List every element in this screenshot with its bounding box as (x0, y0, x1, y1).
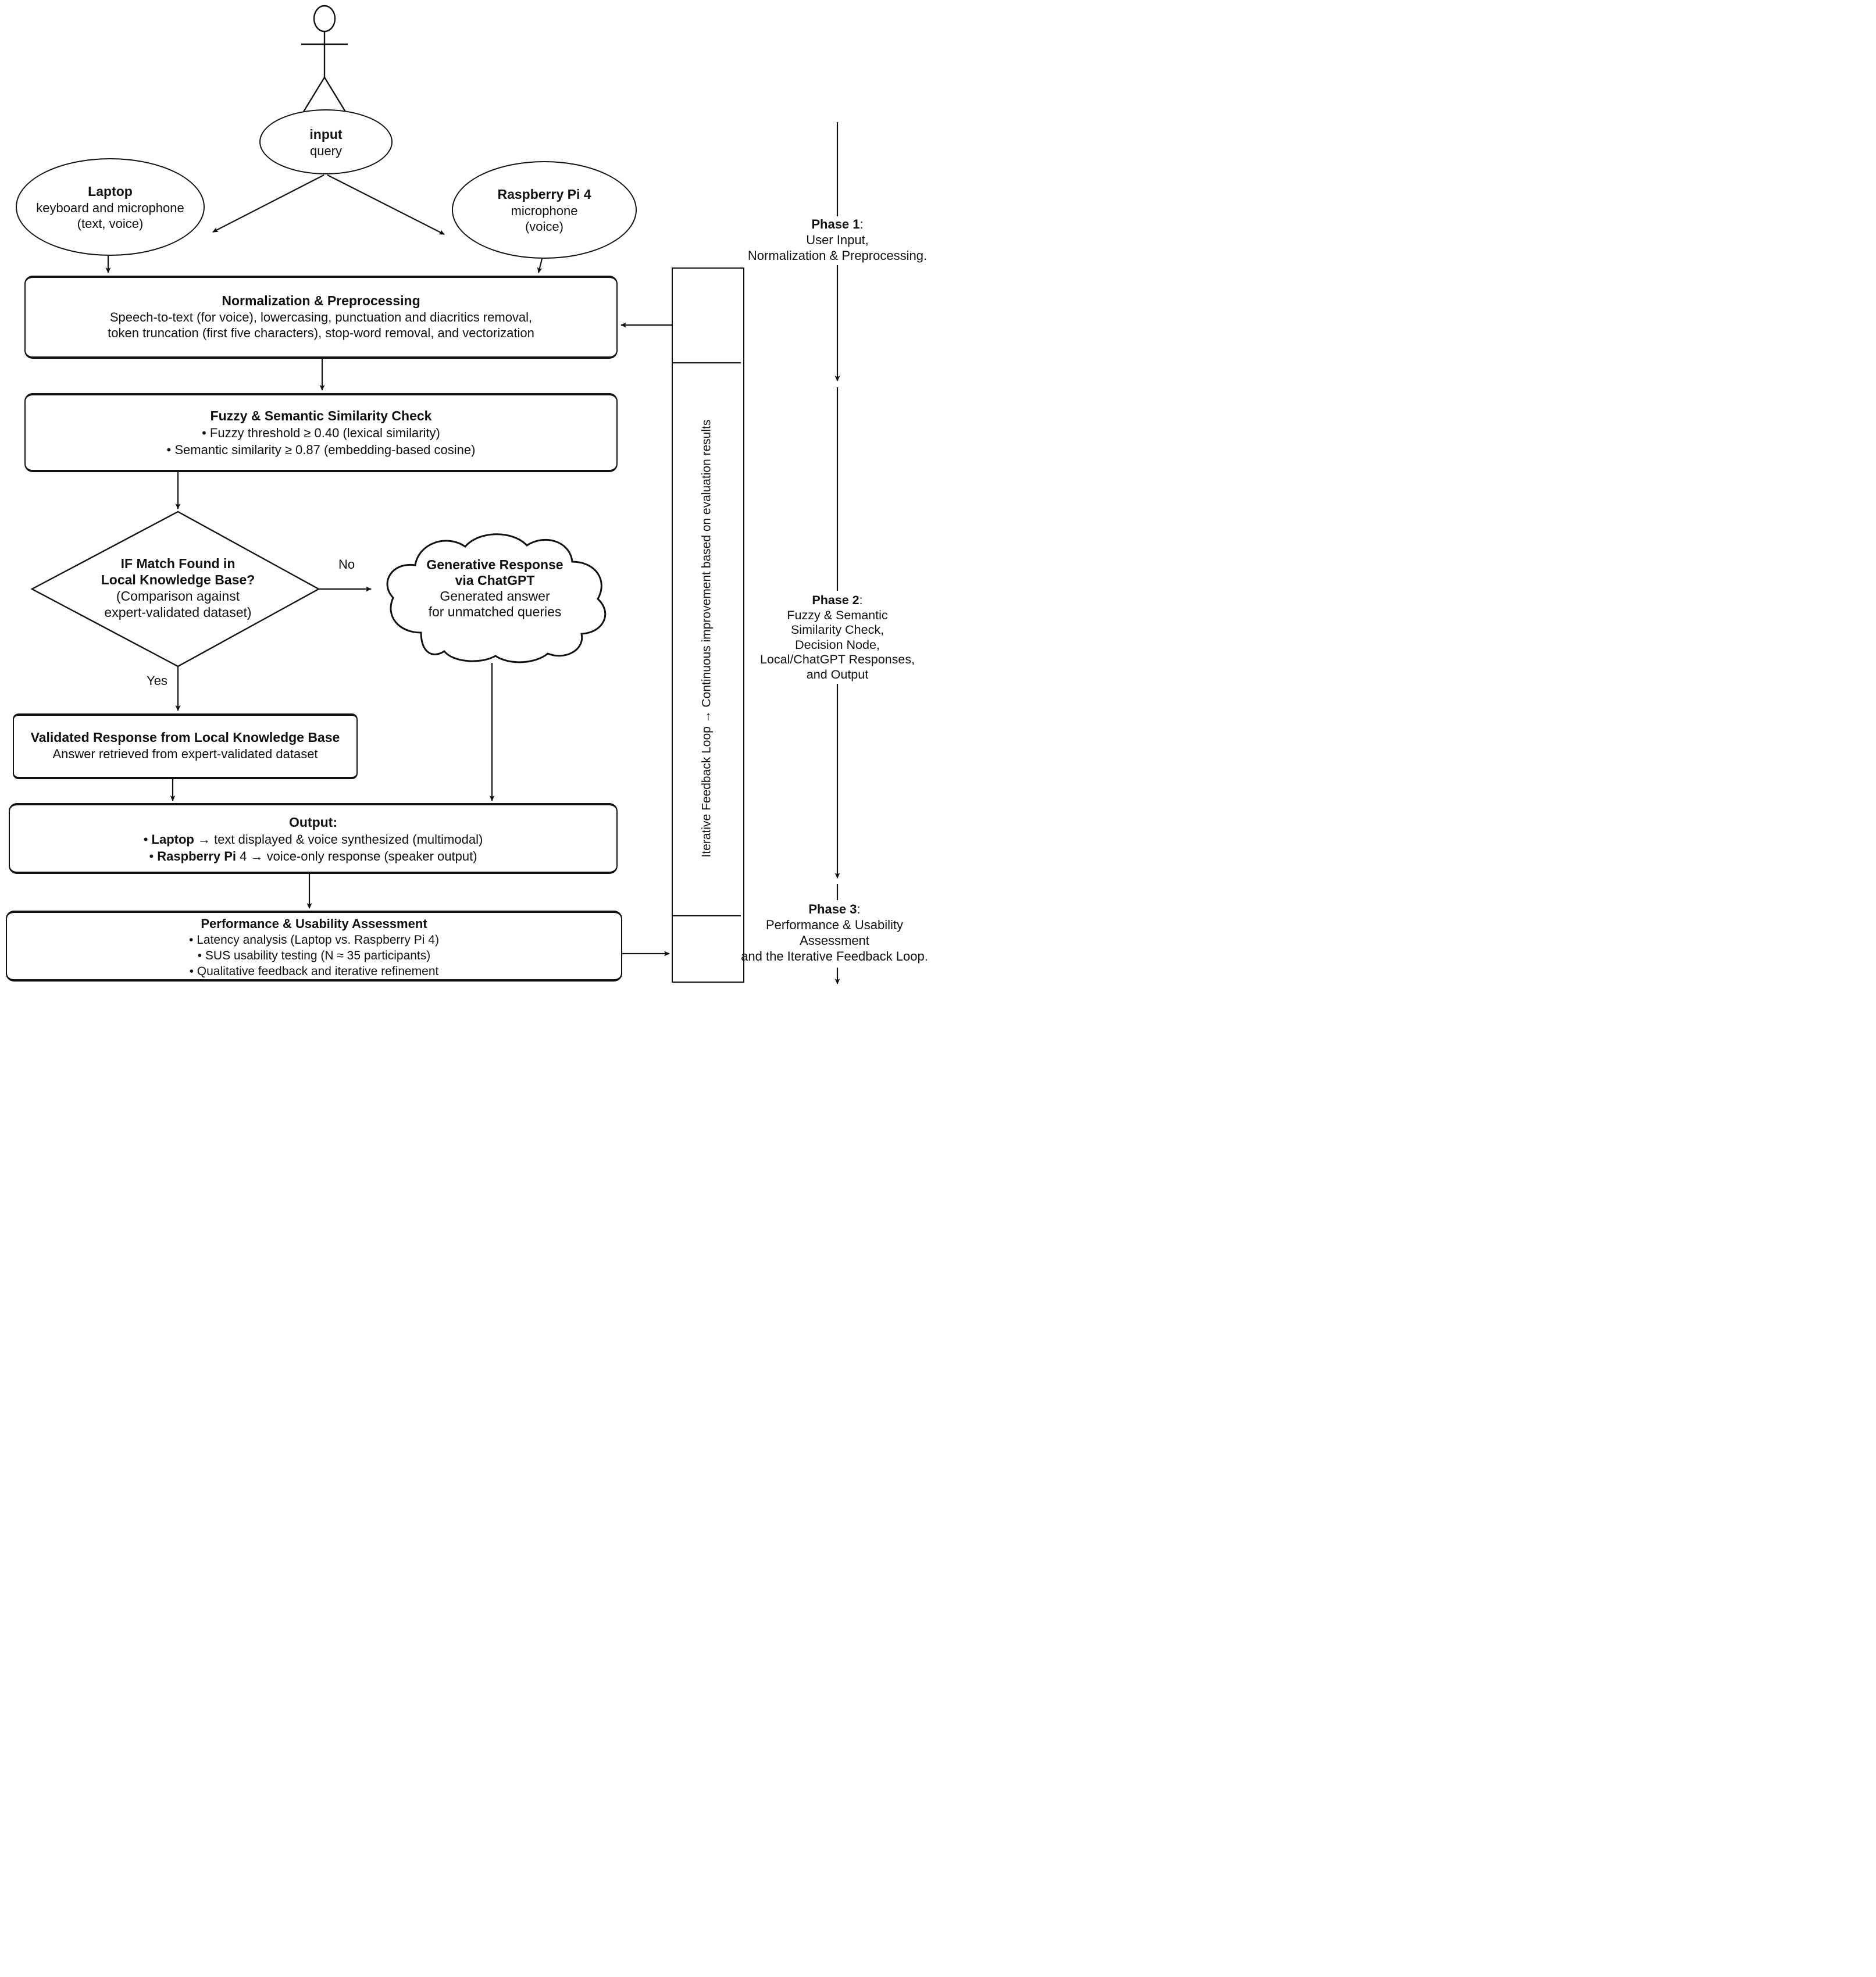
feedback-loop-vertical-text: Iterative Feedback Loop → Continuous imp… (700, 419, 714, 858)
feedback-bar-bottom-divider (673, 915, 741, 916)
phase-2-line6: and Output (806, 667, 869, 681)
output-bullet-laptop-rest: → text displayed & voice synthesized (mu… (194, 832, 483, 847)
flowchart-canvas: input query Laptop keyboard and micropho… (0, 0, 938, 988)
arrow-input-to-laptop (212, 174, 324, 233)
phase-2-line3: Similarity Check, (790, 623, 884, 637)
user-actor-icon (301, 5, 348, 112)
output-bullet-laptop-pre: • (143, 832, 152, 847)
performance-bullet-1: • Latency analysis (Laptop vs. Raspberry… (189, 933, 439, 947)
output-bullet-rpi-pre: • (149, 849, 158, 863)
arrow-input-to-rpi (327, 174, 445, 235)
phase-3-colon: : (857, 902, 861, 916)
diamond-line-3: (Comparison against (116, 588, 240, 604)
performance-bullet-3: • Qualitative feedback and iterative ref… (189, 965, 439, 978)
fuzzy-title: Fuzzy & Semantic Similarity Check (210, 408, 432, 423)
phase-3-annotation: Phase 3: Performance & Usability Assessm… (731, 901, 938, 964)
feedback-bar-top-divider (673, 362, 741, 363)
performance-title: Performance & Usability Assessment (201, 916, 427, 931)
chatgpt-cloud-shape (386, 533, 607, 663)
input-ellipse-subtitle: query (309, 143, 343, 158)
laptop-ellipse: Laptop keyboard and microphone (text, vo… (16, 158, 205, 256)
output-bullet-rpi-rest: 4 → voice-only response (speaker output) (236, 849, 477, 863)
fuzzy-bullet-1: • Fuzzy threshold ≥ 0.40 (lexical simila… (202, 426, 440, 440)
phase-2-line5: Local/ChatGPT Responses, (759, 652, 915, 666)
decision-diamond-text: IF Match Found in Local Knowledge Base? … (62, 555, 294, 620)
output-title: Output: (288, 815, 337, 830)
validated-response-box: Validated Response from Local Knowledge … (13, 713, 358, 779)
rpi-ellipse-line2: microphone (511, 204, 578, 218)
cloud-line-2: via ChatGPT (455, 573, 535, 588)
phase-2-colon: : (859, 593, 863, 607)
phase-1-heading: Phase 1: (733, 216, 938, 232)
diamond-line-4: expert-validated dataset) (104, 605, 252, 620)
normalization-line3: token truncation (first five characters)… (108, 326, 534, 340)
yes-branch-label: Yes (147, 673, 167, 688)
diamond-line-1: IF Match Found in (120, 556, 236, 571)
laptop-ellipse-line2: keyboard and microphone (36, 201, 184, 215)
validated-title: Validated Response from Local Knowledge … (30, 730, 340, 745)
phase-2-annotation: Phase 2: Fuzzy & Semantic Similarity Che… (739, 593, 936, 682)
phase-2-heading: Phase 2: (739, 593, 936, 608)
phase-1-line2: User Input, (806, 233, 869, 247)
output-bullet-laptop-bold: Laptop (151, 832, 194, 847)
raspberry-pi-ellipse: Raspberry Pi 4 microphone (voice) (452, 161, 637, 259)
normalization-title: Normalization & Preprocessing (222, 293, 420, 308)
no-branch-label: No (338, 557, 355, 572)
phase-3-line2: Performance & Usability (766, 918, 903, 932)
chatgpt-cloud-text: Generative Response via ChatGPT Generate… (384, 557, 605, 620)
performance-bullet-2: • SUS usability testing (N ≈ 35 particip… (197, 949, 431, 962)
input-ellipse-title: input (309, 126, 343, 142)
phase-3-heading: Phase 3: (731, 901, 938, 917)
output-bullet-rpi: • Raspberry Pi 4 → voice-only response (… (10, 848, 616, 865)
rpi-ellipse-line3: (voice) (525, 219, 563, 234)
phase-2-line4: Decision Node, (795, 637, 880, 652)
input-query-ellipse: input query (259, 109, 393, 174)
phase-2-bold: Phase 2 (812, 593, 859, 607)
fuzzy-semantic-box: Fuzzy & Semantic Similarity Check • Fuzz… (24, 393, 618, 472)
output-bullet-rpi-bold: Raspberry Pi (157, 849, 236, 863)
iterative-feedback-loop-bar (672, 267, 744, 983)
laptop-ellipse-line3: (text, voice) (77, 216, 144, 231)
diagram-shapes-layer (30, 5, 840, 984)
phase-1-line3: Normalization & Preprocessing. (747, 248, 928, 263)
arrow-rpi-to-normalization (537, 258, 543, 273)
phase-1-bold: Phase 1 (811, 217, 860, 231)
output-box: Output: • Laptop → text displayed & voic… (9, 803, 618, 874)
phase-1-annotation: Phase 1: User Input, Normalization & Pre… (733, 216, 938, 263)
rpi-ellipse-title: Raspberry Pi 4 (497, 187, 591, 202)
fuzzy-bullet-2: • Semantic similarity ≥ 0.87 (embedding-… (166, 442, 476, 457)
diamond-line-2: Local Knowledge Base? (101, 572, 255, 587)
phase-2-line2: Fuzzy & Semantic (787, 608, 888, 622)
validated-line2: Answer retrieved from expert-validated d… (52, 747, 318, 761)
phase-3-line3: Assessment (800, 933, 869, 948)
cloud-line-3: Generated answer (440, 588, 550, 604)
normalization-line2: Speech-to-text (for voice), lowercasing,… (109, 310, 533, 324)
performance-box: Performance & Usability Assessment • Lat… (6, 911, 622, 982)
output-bullet-laptop: • Laptop → text displayed & voice synthe… (10, 831, 616, 848)
normalization-box: Normalization & Preprocessing Speech-to-… (24, 276, 618, 359)
phase-1-colon: : (859, 217, 864, 231)
phase-3-bold: Phase 3 (808, 902, 857, 916)
phase-3-line4: and the Iterative Feedback Loop. (741, 949, 928, 963)
cloud-line-4: for unmatched queries (428, 604, 562, 619)
laptop-ellipse-title: Laptop (88, 184, 133, 199)
cloud-line-1: Generative Response (426, 557, 563, 572)
